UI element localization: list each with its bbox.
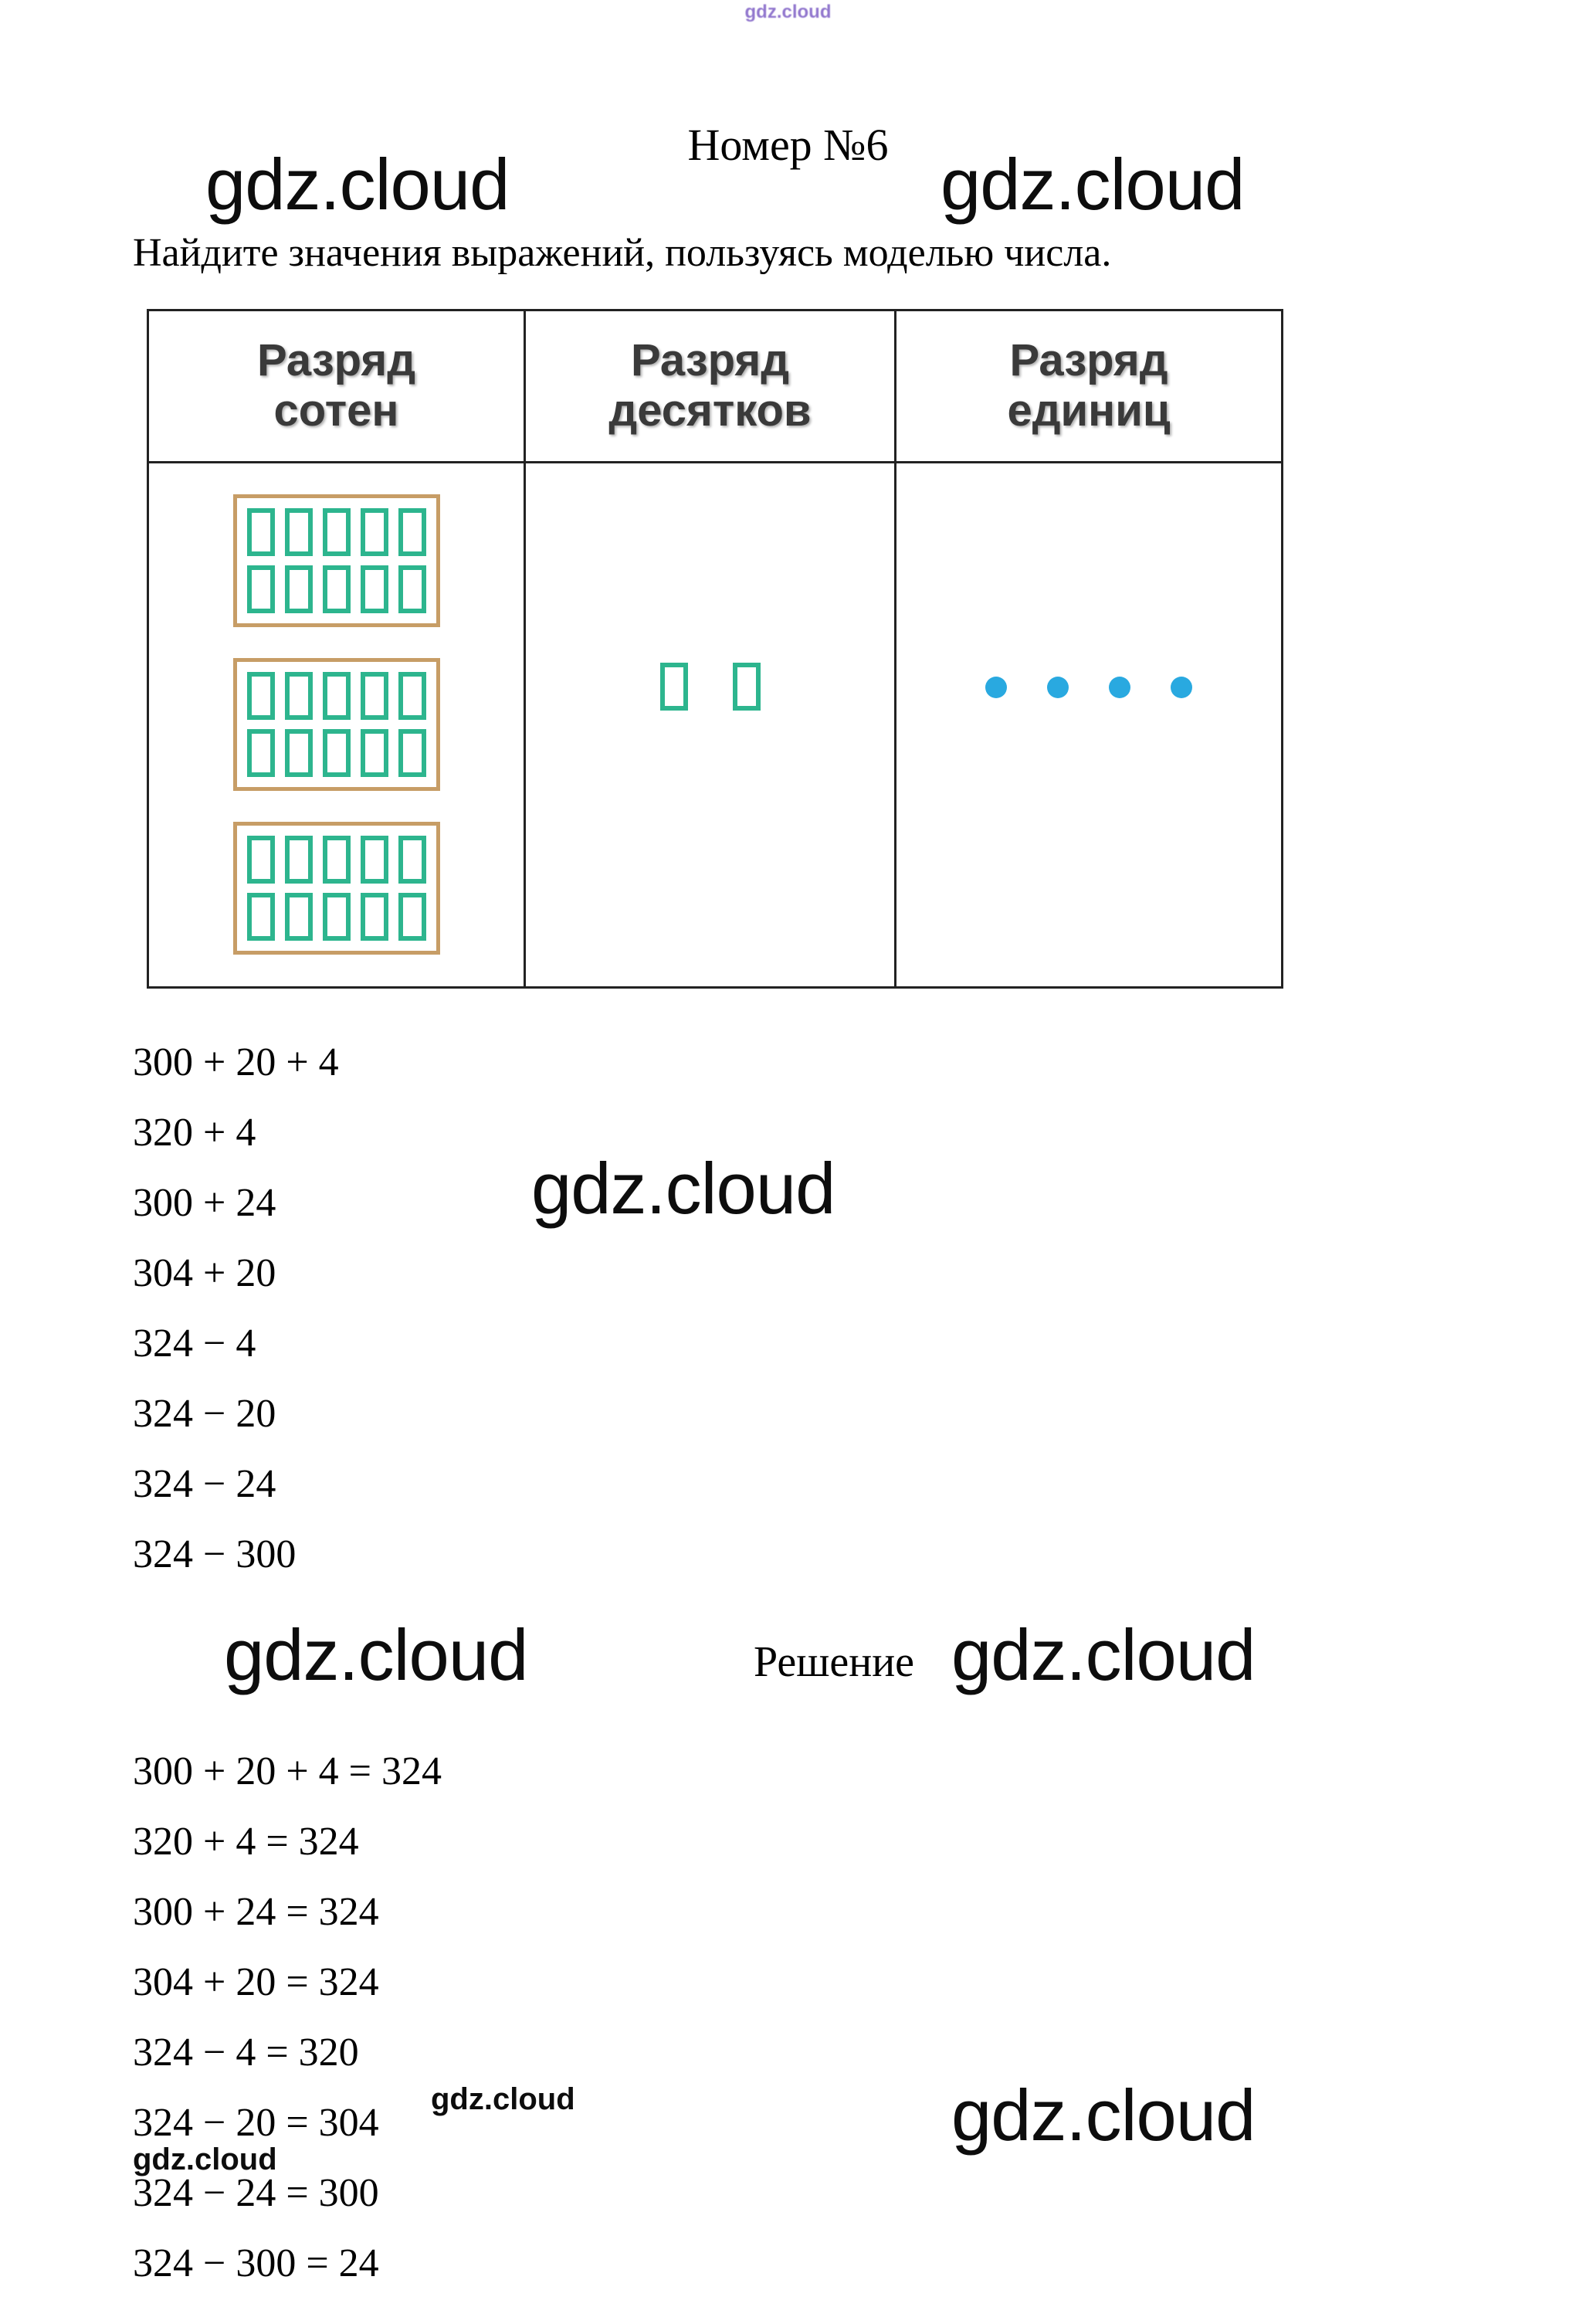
solution-line: 324 − 300 = 24 [133,2241,379,2285]
header-hundreds-line2: сотен [273,385,399,436]
expression-line: 300 + 20 + 4 [133,1040,339,1084]
unit-cell [322,729,351,777]
unit-cell [322,893,351,941]
unit-cell [284,893,313,941]
solution-line: 304 + 20 = 324 [133,1960,379,2004]
page-title: Номер №6 [687,120,889,170]
expression-line: 324 − 24 [133,1462,276,1506]
unit-cell [322,508,351,556]
unit-cell [322,565,351,613]
solution-line: 324 − 24 = 300 [133,2171,379,2215]
unit-cell [284,508,313,556]
unit-cell [322,836,351,884]
watermark-header-left: gdz.cloud [205,144,510,225]
expression-line: 304 + 20 [133,1251,276,1295]
unit-cell [360,565,388,613]
expression-line: 300 + 24 [133,1181,276,1225]
unit-cell [360,729,388,777]
solution-heading: Решение [754,1638,915,1686]
solution-line: 324 − 20 = 304 [133,2101,379,2145]
unit-cell [284,672,313,720]
solution-line: 300 + 24 = 324 [133,1890,379,1934]
one-dot [1047,677,1069,698]
tens-cell [526,463,896,986]
watermark-expressions: gdz.cloud [531,1148,835,1229]
header-ones-line1: Разряд [1009,335,1168,386]
hundred-block [232,494,440,627]
unit-cell [284,565,313,613]
watermark-top-tiny: gdz.cloud [744,2,832,22]
unit-cell [246,836,275,884]
unit-cell [246,508,275,556]
table-header-row: Разряд сотен Разряд десятков Разряд един… [149,311,1281,463]
unit-cell [398,836,426,884]
unit-cell [398,508,426,556]
header-tens-line2: десятков [608,385,812,436]
unit-cell [246,893,275,941]
unit-cell [360,893,388,941]
one-dot [985,677,1007,698]
ten-cell [659,663,688,711]
hundred-block [232,822,440,955]
unit-cell [322,672,351,720]
place-value-table: Разряд сотен Разряд десятков Разряд един… [147,309,1283,989]
unit-cell [398,565,426,613]
expression-line: 320 + 4 [133,1111,256,1155]
solution-line: 300 + 20 + 4 = 324 [133,1749,442,1793]
expression-line: 324 − 4 [133,1321,256,1366]
one-dot [1109,677,1130,698]
task-text: Найдите значения выражений, пользуясь мо… [133,231,1112,275]
watermark-bottom-left: gdz.cloud [133,2142,277,2176]
watermark-header-right: gdz.cloud [941,144,1245,225]
header-ones: Разряд единиц [896,311,1281,463]
unit-cell [398,893,426,941]
table-body-row [149,463,1281,986]
unit-cell [246,565,275,613]
unit-cell [360,672,388,720]
ten-cell [732,663,761,711]
watermark-solution-right: gdz.cloud [951,1614,1256,1695]
header-tens-line1: Разряд [630,335,790,386]
hundred-block [232,658,440,791]
unit-cell [284,729,313,777]
unit-cell [398,729,426,777]
one-dot [1171,677,1192,698]
solutions-list: 300 + 20 + 4 = 324 320 + 4 = 324 300 + 2… [133,1736,442,2299]
watermark-bottom-right: gdz.cloud [951,2075,1256,2156]
watermark-solution-left: gdz.cloud [224,1614,528,1695]
header-ones-line2: единиц [1007,385,1171,436]
header-hundreds-line1: Разряд [256,335,416,386]
watermark-inline-solution: gdz.cloud [431,2082,575,2116]
unit-cell [284,836,313,884]
unit-cell [246,729,275,777]
unit-cell [360,836,388,884]
unit-cell [360,508,388,556]
header-hundreds: Разряд сотен [149,311,526,463]
unit-cell [398,672,426,720]
solution-line: 324 − 4 = 320 [133,2031,359,2075]
expressions-list: 300 + 20 + 4 320 + 4 300 + 24 304 + 20 3… [133,1027,339,1589]
ones-cell [896,463,1281,986]
unit-cell [246,672,275,720]
header-tens: Разряд десятков [526,311,896,463]
solution-line: 320 + 4 = 324 [133,1820,359,1864]
hundreds-cell [149,463,526,986]
expression-line: 324 − 20 [133,1392,276,1436]
expression-line: 324 − 300 [133,1532,297,1576]
